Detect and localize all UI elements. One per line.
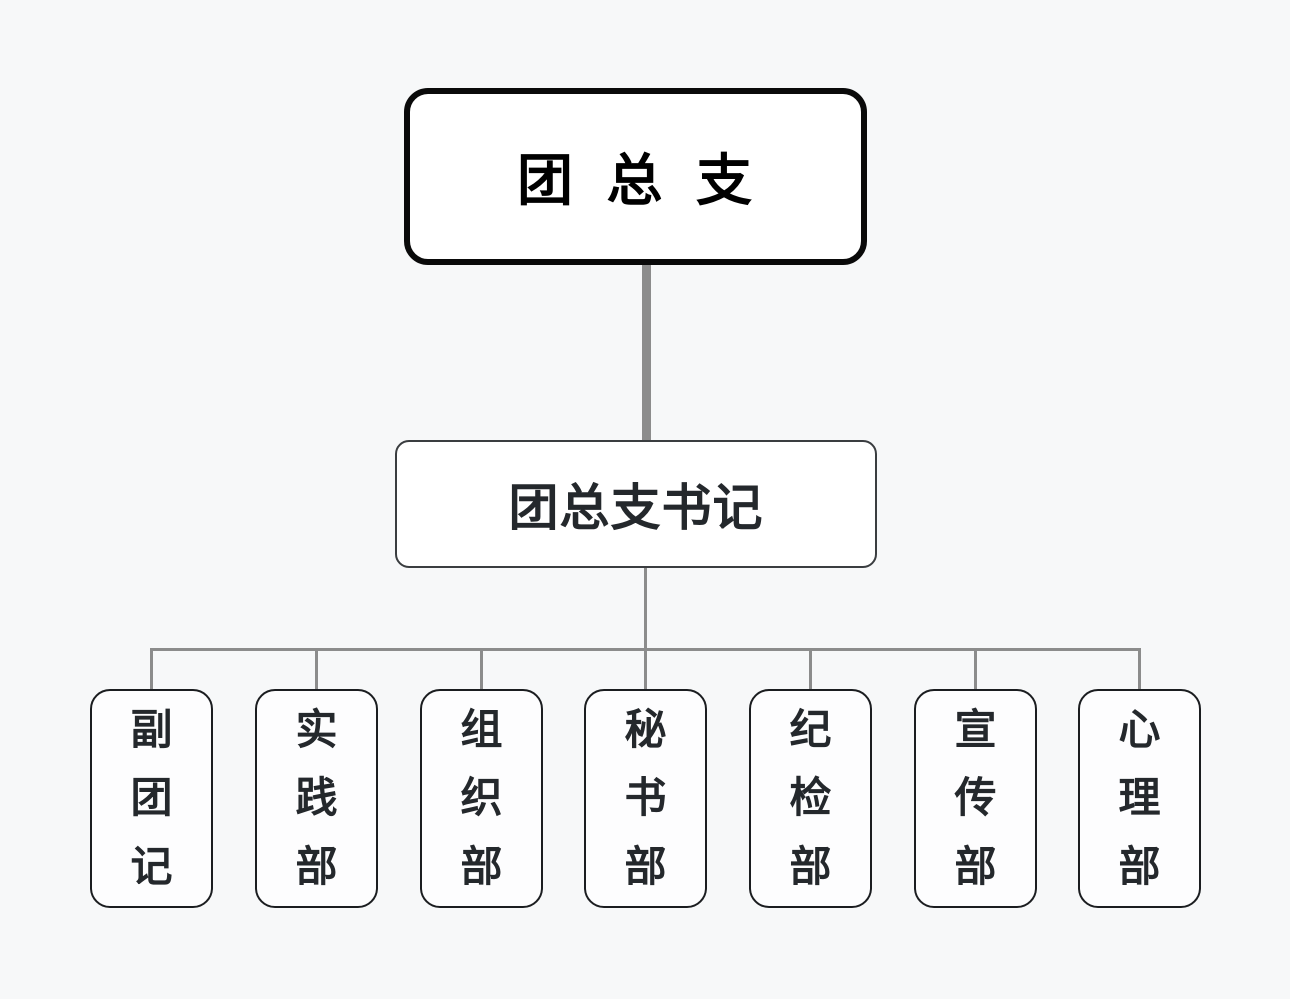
connector-drop-dept-7	[1138, 648, 1141, 690]
node-dept-deputy[interactable]: 副团记	[90, 689, 213, 908]
node-dept-publicity[interactable]: 宣传部	[914, 689, 1037, 908]
node-dept-practice[interactable]: 实践部	[255, 689, 378, 908]
node-dept-discipline[interactable]: 纪检部	[749, 689, 872, 908]
connector-drop-dept-3	[480, 648, 483, 690]
node-label: 副团记	[130, 706, 173, 890]
connector-drop-dept-5	[809, 648, 812, 690]
connector-drop-dept-2	[315, 648, 318, 690]
node-youth-league-general-branch[interactable]: 团 总 支	[404, 88, 867, 265]
node-label: 心理部	[1118, 706, 1161, 890]
node-label: 组织部	[460, 706, 503, 890]
node-label: 团总支书记	[508, 480, 764, 536]
connector-drop-dept-1	[150, 648, 153, 690]
connector-root-to-secretary	[642, 264, 651, 442]
node-label: 纪检部	[789, 706, 832, 890]
node-label: 秘书部	[624, 706, 667, 890]
node-label: 团 总 支	[516, 149, 755, 212]
node-secretary[interactable]: 团总支书记	[395, 440, 877, 568]
node-dept-psychology[interactable]: 心理部	[1078, 689, 1201, 908]
node-label: 实践部	[295, 706, 338, 890]
connector-secretary-to-bus	[644, 567, 647, 649]
connector-drop-dept-6	[974, 648, 977, 690]
node-label: 宣传部	[954, 706, 997, 890]
node-dept-organization[interactable]: 组织部	[420, 689, 543, 908]
connector-drop-dept-4	[644, 648, 647, 690]
node-dept-secretariat[interactable]: 秘书部	[584, 689, 707, 908]
